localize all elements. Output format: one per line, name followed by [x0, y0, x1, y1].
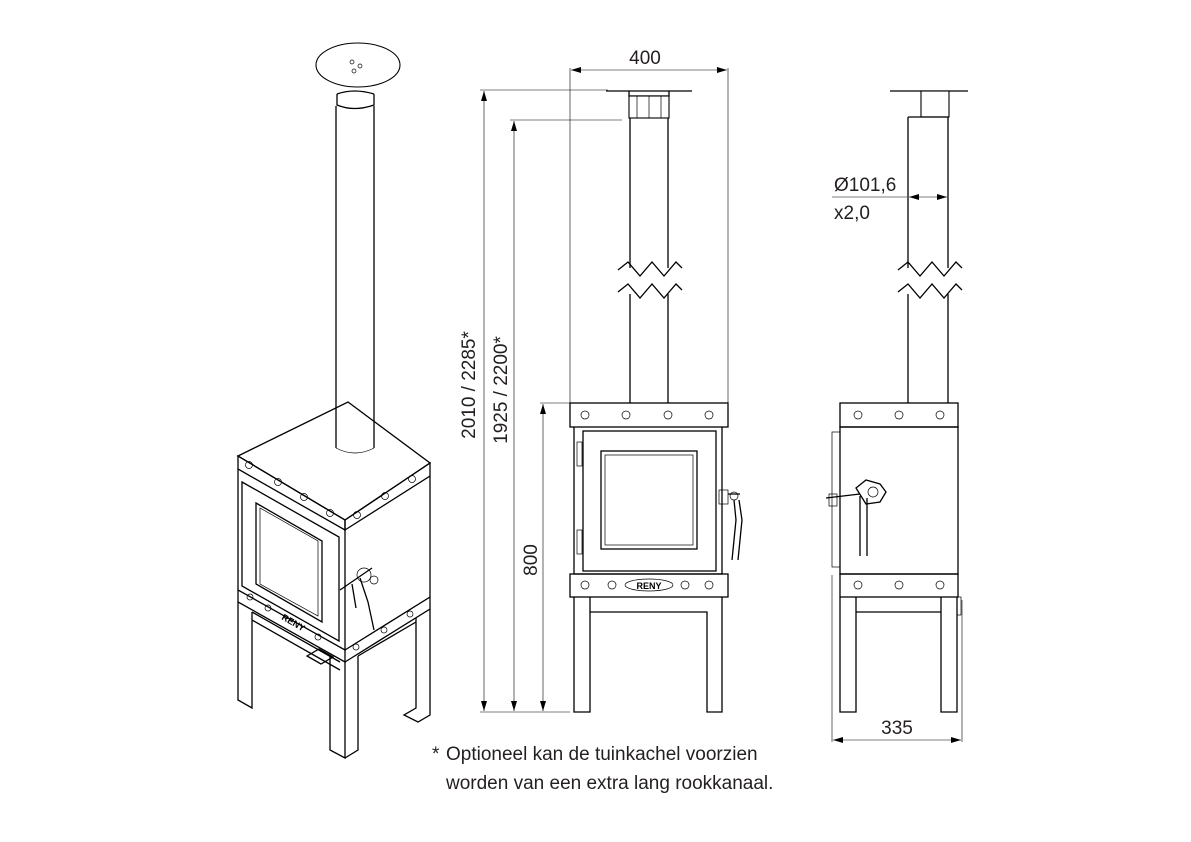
dim-pipe-wall: x2,0	[834, 203, 870, 224]
footnote-line1: Optioneel kan de tuinkachel voorzien	[446, 744, 758, 765]
door-handle-side	[825, 479, 887, 556]
door-handle-iso	[339, 567, 379, 631]
stove-top	[236, 401, 432, 521]
stove-door-iso	[241, 480, 340, 643]
stove-door-front	[582, 430, 717, 572]
flue-pipe-front	[629, 118, 669, 268]
door-window-front	[600, 450, 698, 550]
dim-width: 400	[629, 48, 661, 69]
legs-iso	[237, 602, 431, 760]
footnote-star: *	[432, 744, 440, 765]
bolts-front	[580, 410, 714, 420]
legs-side	[839, 597, 958, 713]
dim-depth: 335	[881, 718, 913, 739]
stove-body-front	[569, 402, 729, 428]
dim-height-total: 2010 / 2285*	[459, 331, 480, 439]
footnote: * Optioneel kan de tuinkachel voorzien wo…	[432, 740, 773, 798]
brand-logo-front: RENY	[636, 581, 661, 591]
legs-front	[573, 597, 723, 713]
dim-pipe-diameter: Ø101,6	[834, 175, 896, 196]
flue-pipe-side	[907, 117, 949, 268]
door-window-iso	[255, 501, 323, 624]
front-view: RENY	[569, 90, 743, 713]
door-handle-front	[718, 489, 743, 561]
isometric-view: RENY	[236, 42, 432, 760]
footnote-line2: worden van een extra lang rookkanaal.	[446, 773, 774, 794]
side-view	[825, 90, 968, 713]
flue-pipe	[335, 106, 375, 448]
dim-height-flue: 1925 / 2200*	[491, 336, 512, 444]
dim-height-body: 800	[521, 544, 542, 576]
dimension-lines: 400 2010 / 2285* 1925 / 2200* 800 Ø101,6…	[459, 48, 963, 743]
bolts-iso	[245, 461, 416, 519]
stove-body-side	[839, 402, 959, 428]
